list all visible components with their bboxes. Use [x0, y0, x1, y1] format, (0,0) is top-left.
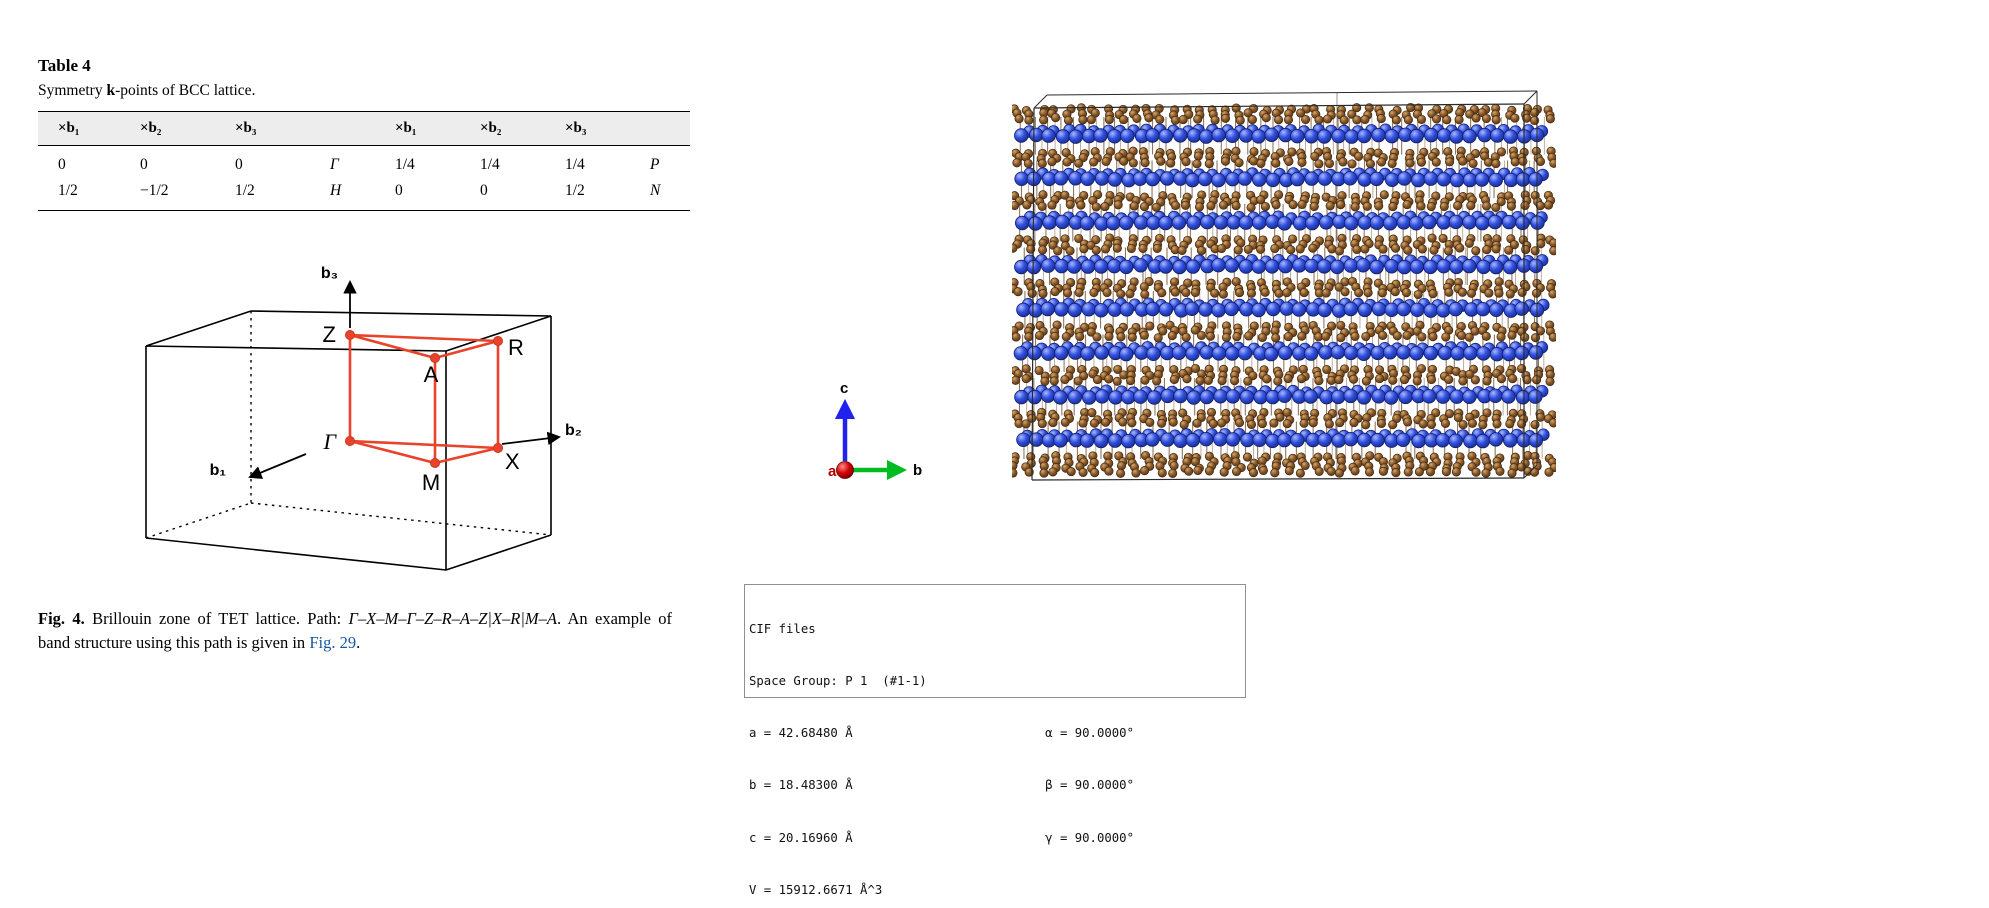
kpoint-label-z: Z — [323, 322, 336, 347]
table-cell: 1/4 — [480, 156, 500, 173]
table-header-cell — [630, 111, 690, 146]
fig-29-link[interactable]: Fig. 29 — [309, 632, 357, 652]
table-header-cell: ×b₁ — [38, 111, 120, 146]
figure-caption-text1: Brillouin zone of TET lattice. Path: — [84, 609, 349, 628]
table-cell-kpoint: Γ — [330, 156, 339, 173]
table-title: Table 4 — [38, 56, 91, 75]
table-row: 0 0 0 Γ 1/4 1/4 1/4 P — [38, 146, 690, 179]
kpoints-table: ×b₁ ×b₂ ×b₃ ×b₁ ×b₂ ×b₃ 0 0 0 Γ 1/4 — [38, 111, 690, 211]
table-header-cell — [310, 111, 375, 146]
box-hidden-edges — [145, 311, 552, 539]
reciprocal-axes-arrows — [248, 279, 562, 479]
table4-block: Table 4 Symmetry k-points of BCC lattice… — [38, 56, 690, 211]
table-subtitle-post: -points of BCC lattice. — [115, 82, 256, 99]
kpoint-label-a: A — [424, 362, 439, 387]
axis-label-b2: b₂ — [565, 422, 582, 439]
a-axis-sphere — [836, 461, 854, 479]
table-cell: 0 — [235, 156, 243, 173]
table-header-cell: ×b₂ — [460, 111, 545, 146]
unit-cell-box — [1031, 90, 1538, 481]
axis-widget-label-b: b — [913, 462, 922, 479]
kpoint-label-gamma: Γ — [322, 429, 337, 454]
table-cell-kpoint: P — [650, 156, 660, 173]
table-header-row: ×b₁ ×b₂ ×b₃ ×b₁ ×b₂ ×b₃ — [38, 111, 690, 146]
table-cell: 1/4 — [565, 156, 585, 173]
cif-line: Space Group: P 1 (#1-1) — [749, 674, 927, 689]
axis-label-b1: b₁ — [210, 462, 227, 479]
crystal-structure-view — [1012, 90, 1556, 481]
figure-caption-path: Γ–X–M–Γ–Z–R–A–Z|X–R|M–A — [348, 609, 557, 628]
figure-caption-period: . — [356, 632, 361, 652]
brillouin-zone-figure: Z A R Γ X M b₃ b₂ b₁ — [145, 265, 582, 571]
brown-atoms — [1012, 102, 1556, 478]
cif-line: a = 42.68480 Å α = 90.0000° — [749, 726, 1134, 741]
table-cell: 0 — [140, 156, 148, 173]
table-subtitle-bold-k: k — [106, 82, 116, 99]
kpoint-label-x: X — [505, 449, 520, 474]
table-cell: 1/2 — [58, 182, 78, 199]
kpoint-label-r: R — [508, 335, 524, 360]
cif-line: b = 18.48300 Å β = 90.0000° — [749, 778, 1134, 793]
figure-caption-text2: . An example of band structure using thi… — [38, 609, 672, 652]
table-cell: 0 — [480, 182, 488, 199]
table-header-cell: ×b₁ — [375, 111, 460, 146]
table-cell: −1/2 — [140, 182, 169, 199]
axis-widget-label-a: a — [828, 463, 837, 480]
cif-info-panel: CIF files Space Group: P 1 (#1-1) a = 42… — [744, 584, 1246, 897]
table-subtitle-pre: Symmetry — [38, 82, 107, 99]
table-cell-kpoint: N — [650, 182, 661, 199]
table-header-cell: ×b₂ — [120, 111, 215, 146]
table-cell: 0 — [58, 156, 66, 173]
bz-vertex-dots — [344, 330, 503, 468]
cif-line: V = 15912.6671 Å^3 — [749, 882, 883, 897]
table-cell: 1/2 — [235, 182, 255, 199]
table-row: 1/2 −1/2 1/2 H 0 0 1/2 N — [38, 178, 690, 211]
figure-caption-label: Fig. 4. — [38, 609, 85, 628]
table-cell-kpoint: H — [330, 182, 342, 199]
cif-line: CIF files — [749, 621, 816, 636]
table-header-cell: ×b₃ — [545, 111, 630, 146]
blue-atoms — [1013, 123, 1550, 449]
table-cell: 1/4 — [395, 156, 415, 173]
table-subtitle: Symmetry k-points of BCC lattice. — [38, 82, 690, 100]
table-cell: 0 — [395, 182, 403, 199]
table-header-cell: ×b₃ — [215, 111, 310, 146]
table-cell: 1/2 — [565, 182, 585, 199]
axis-label-b3: b₃ — [321, 265, 338, 282]
orientation-axes-widget: c b a — [828, 380, 922, 481]
axis-widget-label-c: c — [840, 380, 848, 397]
figure-caption: Fig. 4. Brillouin zone of TET lattice. P… — [38, 607, 672, 655]
kpoint-label-m: M — [422, 470, 440, 495]
cif-line: c = 20.16960 Å γ = 90.0000° — [749, 830, 1134, 845]
bz-path-lines — [348, 333, 500, 465]
